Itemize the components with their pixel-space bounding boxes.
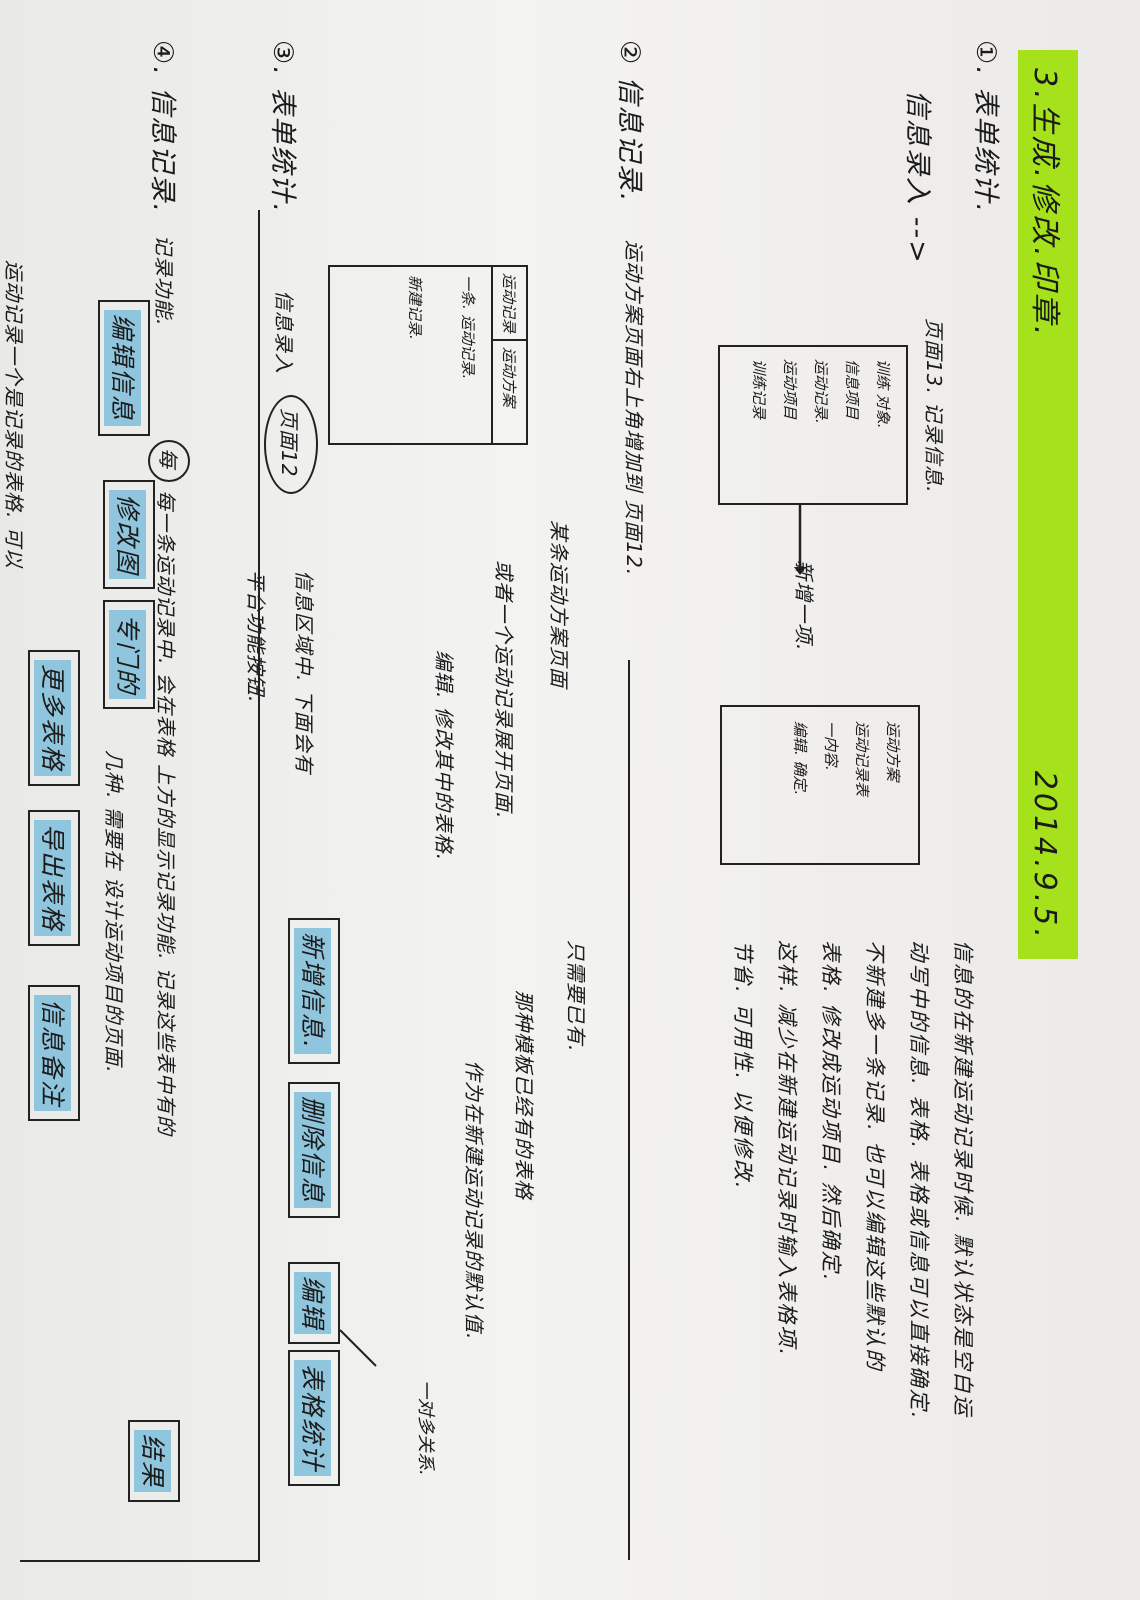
- s3-circled-text: 页面12: [277, 408, 301, 478]
- delete-info-label: 删除信息: [294, 1092, 331, 1209]
- end-button[interactable]: 结果: [128, 1420, 180, 1503]
- s4-circled-text: 每: [156, 448, 180, 469]
- s4-line2: 几种. 需要在 设计运动项目的页面.: [102, 750, 126, 1074]
- s4-heading: ④. 信息记录.: [147, 40, 178, 214]
- s1-box1-line: 信息项目: [843, 359, 861, 420]
- s2-sub: 运动方案页面右上角增加到 页面12.: [622, 240, 646, 577]
- edit-info-label: 编辑信息: [104, 310, 141, 427]
- add-info-button[interactable]: 新增信息.: [288, 918, 340, 1064]
- info-note-label: 信息备注: [34, 995, 71, 1112]
- dedicated-label: 专门的: [109, 610, 146, 700]
- s2-note2: 或者一个运动记录展开页面.: [492, 560, 516, 820]
- s1-box2-line: 运动方案: [884, 721, 902, 782]
- s4-bottom: 运动记录一个是记录的表格. 可以: [2, 260, 26, 569]
- s1-box-plan: 运动方案 运动记录表 一内容. 编辑. 确定.: [720, 705, 920, 865]
- export-table-label: 导出表格: [34, 820, 71, 937]
- delete-info-button[interactable]: 删除信息: [288, 1082, 340, 1219]
- s2-box-page12: 运动记录 运动方案 一条. 运动记录. 新建记录.: [328, 265, 528, 445]
- s2-box-tabs: 运动记录 运动方案: [491, 267, 526, 443]
- modify-label: 修改图: [109, 490, 146, 580]
- s1-arrow-text: 新增一项.: [792, 560, 816, 652]
- s1-heading: ①. 表单统计.: [970, 40, 1001, 214]
- s4-sub: 记录功能.: [152, 235, 176, 327]
- s2-tab-plan: 运动方案: [500, 347, 518, 408]
- edit-info-button[interactable]: 编辑信息: [98, 300, 150, 437]
- s2-tab-record: 运动记录: [493, 267, 526, 342]
- table-stats-label: 表格统计: [294, 1360, 331, 1477]
- table-stats-button[interactable]: 表格统计: [288, 1350, 340, 1487]
- s1-box2-line: 运动记录表: [853, 721, 871, 797]
- s1-sub: 信息录入 -->: [902, 90, 933, 265]
- edit-button[interactable]: 编辑: [288, 1262, 340, 1345]
- s1-box1-line: 训练记录: [750, 359, 768, 420]
- s3-line1: 信息区域中. 下面会有: [292, 570, 316, 774]
- date-text: 2014.9.5.: [1027, 770, 1062, 941]
- modify-button[interactable]: 修改图: [103, 480, 155, 590]
- s2-heading: ② 信息记录.: [614, 40, 645, 204]
- dedicated-button[interactable]: 专门的: [103, 600, 155, 710]
- s1-paragraph: 信息的在新建运动记录时候. 默认状态是空白运 动写中的信息. 表格. 表格或信息…: [731, 940, 975, 1421]
- s2-underline: [628, 660, 630, 1560]
- s2-box-line: 一条. 运动记录.: [459, 275, 477, 380]
- s1-box2-line: 编辑. 确定.: [791, 721, 809, 796]
- s1-box1-line: 运动项目: [781, 359, 799, 420]
- title-text: 3.生成.修改.印章.: [1027, 68, 1062, 339]
- s1-page13-label: 页面13. 记录信息.: [922, 318, 946, 494]
- s1-box2-line: 一内容.: [822, 721, 840, 771]
- arrow-icon: [794, 505, 806, 575]
- s3-heading: ③. 表单统计.: [267, 40, 298, 214]
- s2-note5: 那种模板已经有的表格: [512, 990, 536, 1200]
- callout-arrow-icon: [339, 1329, 377, 1367]
- s3-callout: 一对多关系.: [415, 1380, 436, 1476]
- add-info-label: 新增信息.: [294, 928, 331, 1054]
- export-table-button[interactable]: 导出表格: [28, 810, 80, 947]
- s1-box-record-info: 训练 对象. 信息项目 运动记录. 运动项目 训练记录: [718, 345, 908, 505]
- s1-box1-line: 训练 对象.: [874, 359, 892, 429]
- page-title: 3.生成.修改.印章. 2014.9.5.: [1018, 50, 1078, 959]
- s2-note6: 作为在新建运动记录的默认值.: [462, 1060, 486, 1341]
- s1-box1-line: 运动记录.: [812, 359, 830, 424]
- s4-vertical-rule: [20, 1560, 260, 1562]
- end-label: 结果: [134, 1430, 171, 1493]
- s2-box-line: 新建记录.: [406, 275, 424, 340]
- more-tables-button[interactable]: 更多表格: [28, 650, 80, 787]
- more-tables-label: 更多表格: [34, 660, 71, 777]
- info-note-button[interactable]: 信息备注: [28, 985, 80, 1122]
- s2-note1: 某条运动方案页面: [547, 520, 571, 688]
- s4-line1: 每一条运动记录中. 会在表格 上方的显示记录功能. 记录这些表中有的: [154, 490, 178, 1136]
- s3-sub: 信息录入: [272, 290, 296, 374]
- s2-note3: 编辑. 修改其中的表格.: [432, 650, 456, 862]
- section-divider: [258, 210, 260, 1560]
- s2-note4: 只需要已有.: [564, 940, 588, 1053]
- edit-label: 编辑: [294, 1272, 331, 1335]
